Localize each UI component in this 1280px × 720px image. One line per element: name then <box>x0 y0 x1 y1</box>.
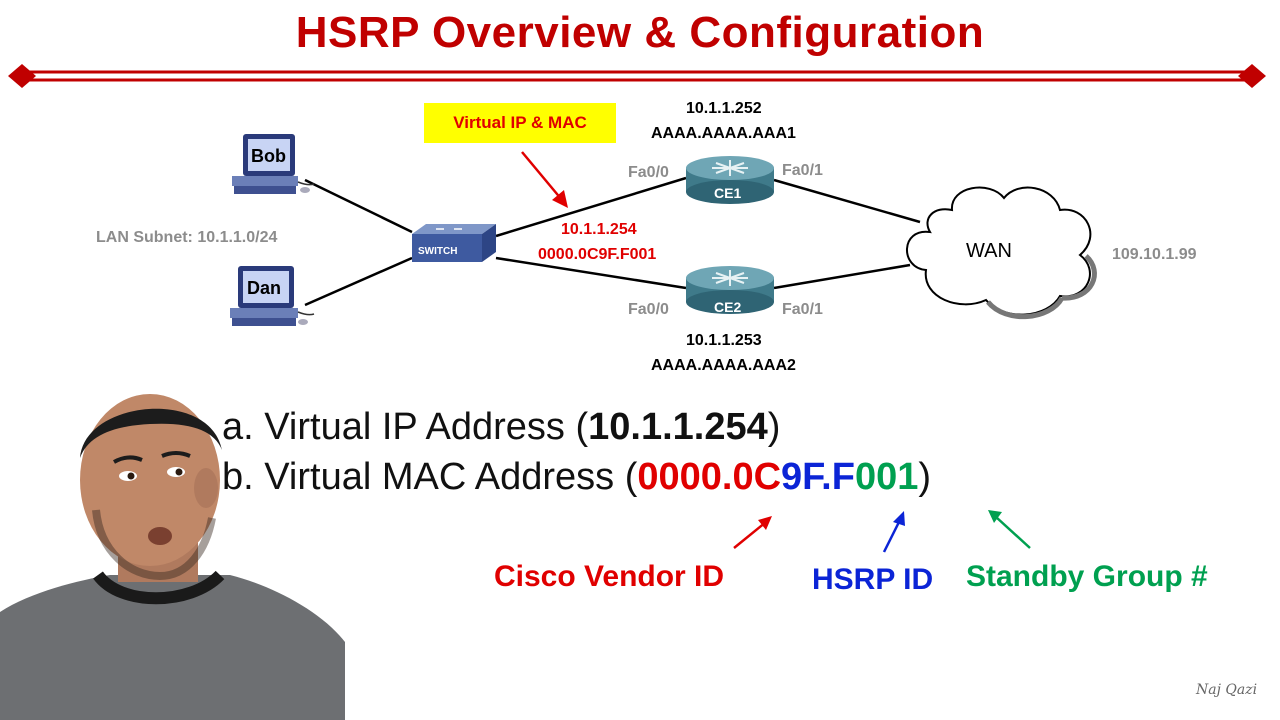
bullet-b-prefix: b. Virtual MAC Address ( <box>222 456 638 498</box>
bullet-virtual-ip: a. Virtual IP Address (10.1.1.254) <box>222 406 780 449</box>
legend-standby-group: Standby Group # <box>966 560 1208 593</box>
link-dan-switch <box>304 256 413 307</box>
ce1-mac-label: AAAA.AAAA.AAA1 <box>651 125 796 142</box>
pc-bob-icon <box>232 134 315 194</box>
legend-hsrp-id: HSRP ID <box>812 563 934 596</box>
bullet-a-value: 10.1.1.254 <box>588 406 768 448</box>
author-signature: Naj Qazi <box>1196 682 1258 698</box>
link-ce1-wan <box>773 178 921 224</box>
router-ce1-icon <box>686 156 774 204</box>
pc-dan-label: Dan <box>247 278 282 298</box>
link-bob-switch <box>304 178 413 234</box>
group-arrow-icon <box>988 510 1002 523</box>
ce2-name-label: CE2 <box>714 299 742 315</box>
hsrp-arrow-icon <box>893 511 905 526</box>
mac-group-part: 001 <box>854 456 919 498</box>
link-switch-ce1 <box>495 176 687 238</box>
wan-cloud-icon <box>906 186 1097 319</box>
pc-bob-label: Bob <box>251 146 286 166</box>
switch-label: SWITCH <box>418 246 458 257</box>
router-ce2-icon <box>686 266 774 314</box>
mac-vendor-part: 0000.0C <box>637 456 782 498</box>
bullet-a-prefix: a. Virtual IP Address ( <box>222 406 589 448</box>
bullet-a-suffix: ) <box>767 406 781 448</box>
switch-icon <box>412 224 496 262</box>
ce2-fa01-label: Fa0/1 <box>782 301 823 318</box>
mac-hsrp-part: 9F.F <box>781 456 855 498</box>
ce1-fa00-label: Fa0/0 <box>628 164 669 181</box>
ce1-ip-label: 10.1.1.252 <box>686 100 762 117</box>
vendor-arrow-icon <box>758 516 772 530</box>
page-title: HSRP Overview & Configuration <box>295 8 985 57</box>
ce1-fa01-label: Fa0/1 <box>782 162 823 179</box>
link-switch-ce2 <box>495 256 687 290</box>
ce2-ip-label: 10.1.1.253 <box>686 332 762 349</box>
link-ce2-wan <box>773 263 911 290</box>
wan-ip-label: 109.10.1.99 <box>1112 246 1197 263</box>
legend-vendor-id: Cisco Vendor ID <box>494 560 725 593</box>
wan-label: WAN <box>966 240 1012 262</box>
bullet-b-suffix: ) <box>918 456 931 498</box>
virtual-ip-mac-callout: Virtual IP & MAC <box>424 103 616 143</box>
virtual-mac-label: 0000.0C9F.F001 <box>538 246 657 263</box>
ce1-name-label: CE1 <box>714 185 742 201</box>
ce2-mac-label: AAAA.AAAA.AAA2 <box>651 357 796 374</box>
bullet-virtual-mac: b. Virtual MAC Address (0000.0C9F.F001) <box>222 456 931 499</box>
virtual-ip-label: 10.1.1.254 <box>561 221 637 238</box>
lan-subnet-label: LAN Subnet: 10.1.1.0/24 <box>96 229 278 246</box>
pc-dan-icon <box>230 266 315 326</box>
presenter-photo <box>0 394 345 720</box>
left-diamond-icon <box>8 64 36 88</box>
ce2-fa00-label: Fa0/0 <box>628 301 669 318</box>
callout-arrow-icon <box>552 190 568 208</box>
right-diamond-icon <box>1238 64 1266 88</box>
